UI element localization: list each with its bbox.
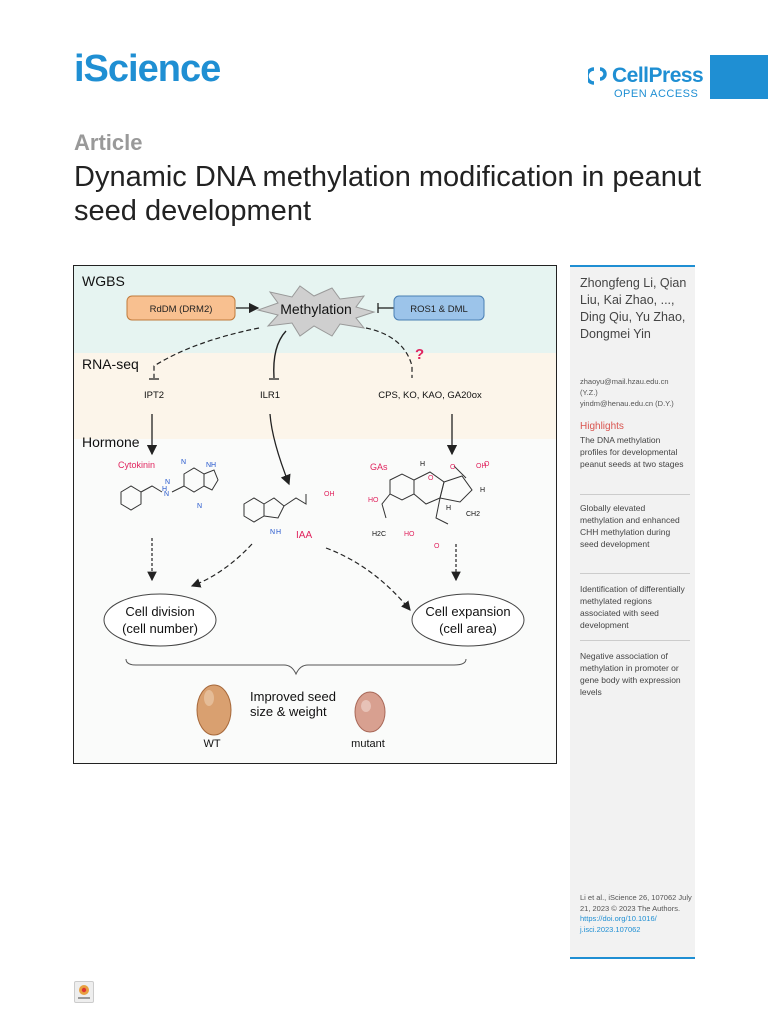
gas-atom: O bbox=[484, 461, 490, 468]
article-sidebar bbox=[570, 265, 695, 959]
iaa-atom: H bbox=[276, 529, 281, 536]
ilr1-arrow bbox=[269, 413, 291, 486]
wt-seed-highlight bbox=[204, 690, 214, 706]
open-access-label: OPEN ACCESS bbox=[614, 88, 699, 100]
ros1-label: ROS1 & DML bbox=[410, 304, 468, 315]
iaa-to-expansion bbox=[325, 547, 411, 611]
gas-atom: O bbox=[428, 475, 434, 482]
label-wgbs: WGBS bbox=[82, 273, 125, 289]
correspondence: zhaoyu@mail.hzau.edu.cn (Y.Z.) yindm@hen… bbox=[580, 376, 692, 409]
label-hormone: Hormone bbox=[82, 434, 140, 450]
gas-atom: HO bbox=[368, 497, 379, 504]
gas-atom: CH2 bbox=[466, 511, 480, 518]
mutant-seed bbox=[354, 691, 386, 733]
cell-expansion-label: Cell expansion bbox=[425, 604, 510, 619]
journal-logo: iScience bbox=[74, 48, 221, 90]
gene-gas: CPS, KO, KAO, GA20ox bbox=[378, 390, 482, 401]
iaa-atom: OH bbox=[324, 491, 335, 498]
improved-label: Improved seed bbox=[250, 689, 336, 704]
article-type: Article bbox=[74, 130, 143, 155]
check-for-updates-icon bbox=[78, 985, 90, 999]
cytokinin-atom: NH bbox=[206, 462, 216, 469]
cytokinin-structure bbox=[120, 467, 219, 511]
outcome-bracket bbox=[125, 658, 467, 676]
iaa-structure bbox=[243, 494, 307, 523]
graphical-abstract: WGBS RNA-seq Hormone RdDM (DRM2) Methyla… bbox=[73, 265, 557, 764]
gene-ipt2: IPT2 bbox=[144, 390, 164, 401]
highlights-title: Highlights bbox=[580, 421, 624, 432]
cell-expansion-ellipse bbox=[411, 593, 525, 647]
highlight-item: The DNA methylation profiles for develop… bbox=[580, 435, 684, 469]
highlight-item: Negative association of methylation in p… bbox=[580, 651, 681, 697]
gas-atom: H bbox=[480, 487, 485, 494]
highlight-divider bbox=[580, 573, 690, 574]
ros1-box bbox=[393, 295, 485, 321]
gas-structure bbox=[381, 465, 473, 525]
methyl-to-gas-genes bbox=[365, 327, 413, 378]
wt-label: WT bbox=[203, 738, 220, 750]
highlight-divider bbox=[580, 640, 690, 641]
gas-atom: HO bbox=[404, 531, 415, 538]
rddm-box bbox=[126, 295, 236, 321]
cell-division-label: Cell division bbox=[125, 604, 194, 619]
cytokinin-atom: H bbox=[162, 486, 167, 493]
methylation-label: Methylation bbox=[280, 301, 352, 317]
publisher-logo: CellPress OPEN ACCESS bbox=[588, 64, 704, 100]
article-title: Dynamic DNA methylation modification in … bbox=[74, 161, 702, 227]
question-mark: ? bbox=[415, 346, 424, 363]
cytokinin-label: Cytokinin bbox=[118, 460, 155, 470]
graphical-abstract-figure: WGBS RNA-seq Hormone RdDM (DRM2) Methyla… bbox=[74, 266, 556, 763]
email-link[interactable]: yindm@henau.edu.cn (D.Y.) bbox=[580, 399, 674, 408]
mutant-seed-highlight bbox=[361, 700, 371, 712]
email-initials: (Y.Z.) bbox=[580, 388, 598, 397]
gas-atom: OH bbox=[476, 463, 487, 470]
cell-division-ellipse bbox=[103, 593, 217, 647]
gas-atom: H bbox=[420, 461, 425, 468]
gas-atom: O bbox=[450, 464, 456, 471]
gas-atom: H2C bbox=[372, 531, 386, 538]
gas-atom: H bbox=[446, 505, 451, 512]
citation-text: Li et al., iScience 26, 107062 July 21, … bbox=[580, 893, 692, 913]
gene-ilr1: ILR1 bbox=[260, 390, 280, 401]
author-list[interactable]: Zhongfeng Li, Qian Liu, Kai Zhao, ..., D… bbox=[580, 276, 687, 341]
journal-color-tab bbox=[710, 55, 768, 99]
methylation-burst bbox=[256, 285, 376, 337]
publisher-name: CellPress bbox=[612, 64, 704, 87]
cytokinin-atom: N bbox=[197, 503, 202, 510]
iaa-label: IAA bbox=[296, 530, 312, 541]
email-link[interactable]: zhaoyu@mail.hzau.edu.cn bbox=[580, 377, 669, 386]
highlight-divider bbox=[580, 494, 690, 495]
label-rnaseq: RNA-seq bbox=[82, 356, 139, 372]
cytokinin-atom: N bbox=[164, 491, 169, 498]
methyl-to-ilr1 bbox=[273, 330, 287, 379]
iaa-to-division bbox=[190, 543, 253, 588]
cytokinin-atom: N bbox=[181, 459, 186, 466]
methyl-to-ipt2 bbox=[153, 327, 260, 378]
iaa-atom: N bbox=[270, 529, 275, 536]
mutant-label: mutant bbox=[351, 738, 385, 750]
cytokinin-atom: N bbox=[165, 479, 170, 486]
cell-area-label: (cell area) bbox=[439, 621, 497, 636]
size-weight-label: size & weight bbox=[250, 704, 327, 719]
rddm-label: RdDM (DRM2) bbox=[150, 304, 213, 315]
gas-atom: O bbox=[434, 543, 440, 550]
check-for-updates-icon[interactable] bbox=[74, 981, 94, 1003]
cellpress-icon bbox=[588, 67, 607, 85]
doi-link[interactable]: https://doi.org/10.1016/ j.isci.2023.107… bbox=[580, 914, 657, 934]
highlight-item: Identification of differentially methyla… bbox=[580, 584, 685, 630]
highlight-item: Globally elevated methylation and enhanc… bbox=[580, 503, 680, 549]
citation-block: Li et al., iScience 26, 107062 July 21, … bbox=[580, 893, 692, 935]
wt-seed bbox=[196, 684, 232, 736]
gas-label: GAs bbox=[370, 462, 388, 472]
cell-number-label: (cell number) bbox=[122, 621, 198, 636]
